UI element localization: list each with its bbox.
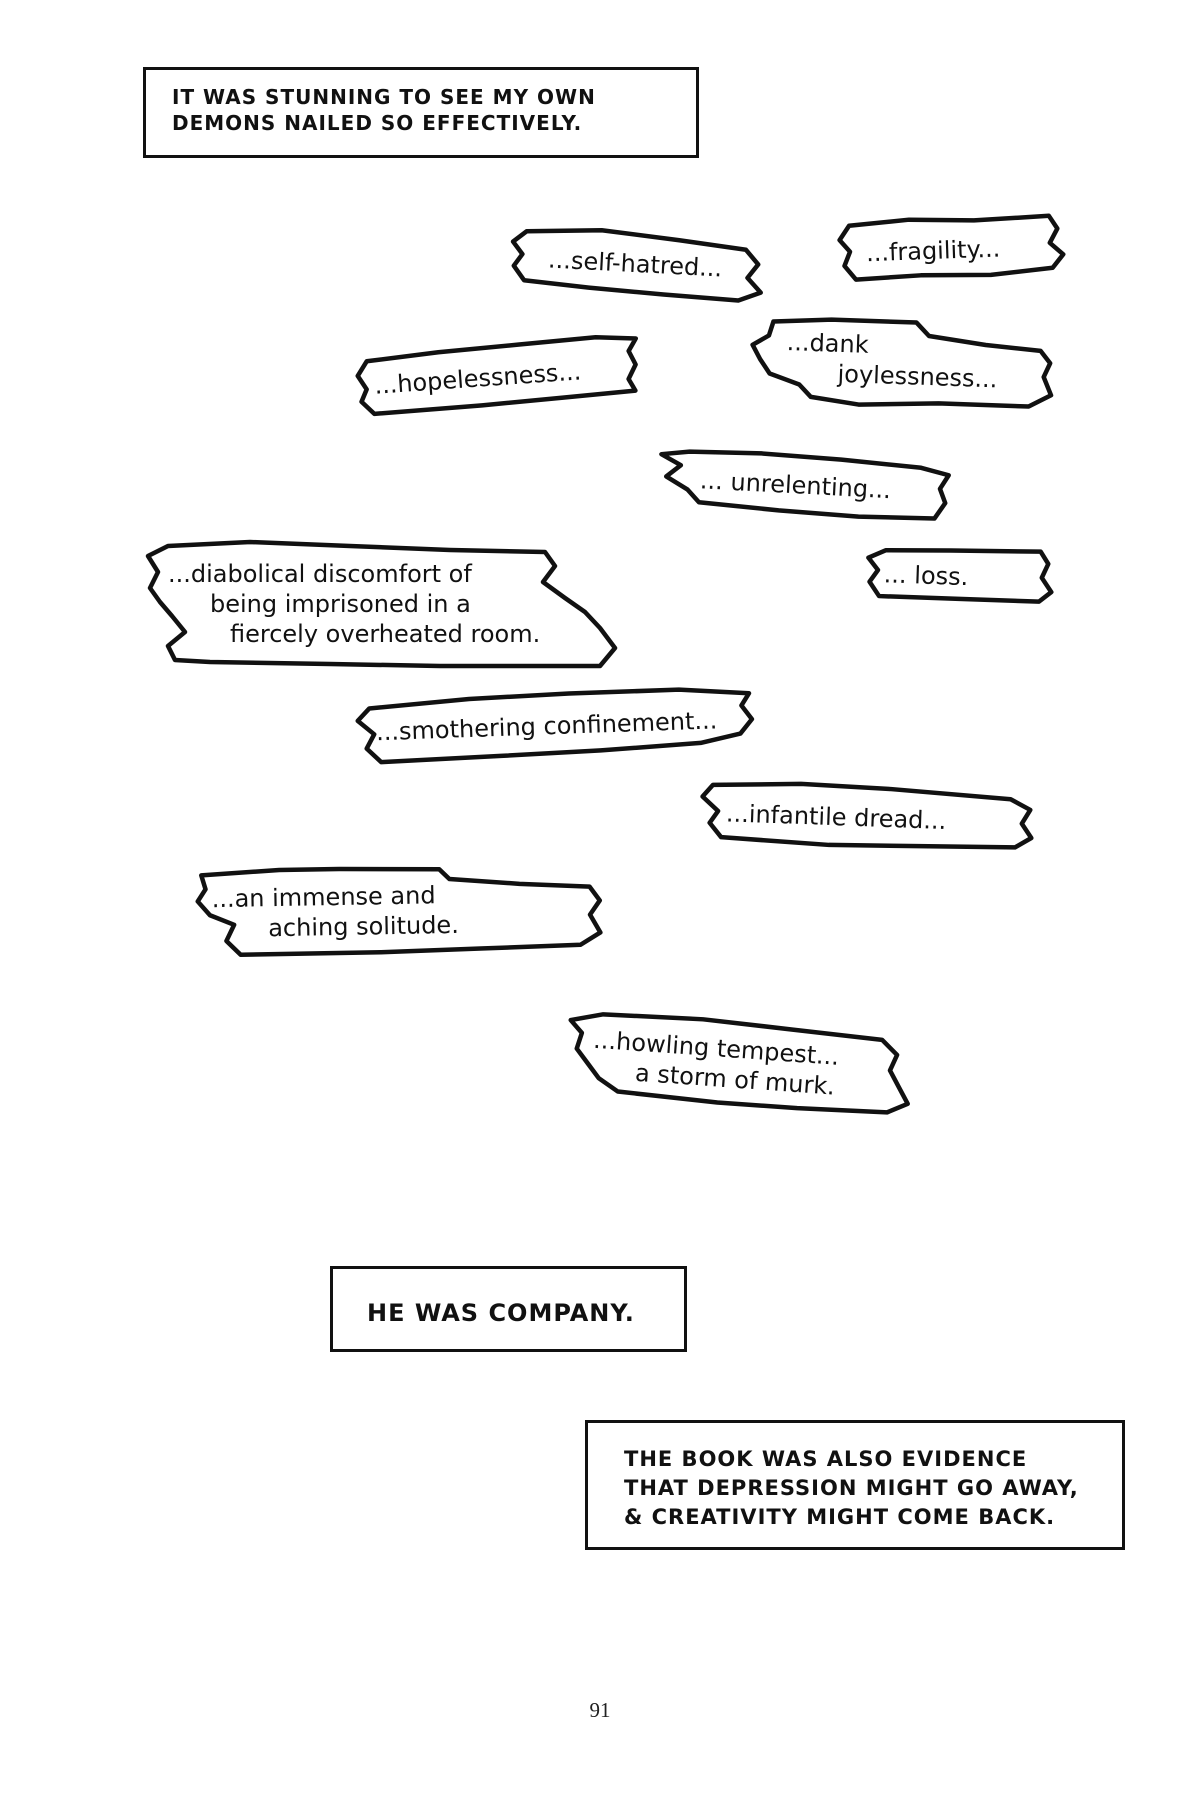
bubble-outline	[355, 687, 755, 765]
caption-line: & creativity might come back.	[624, 1505, 1056, 1529]
bubble-line: ...fragility...	[866, 235, 1001, 268]
bubble-self-hatred: ...self-hatred...	[510, 227, 763, 303]
caption-line: It was stunning to see my own	[172, 85, 596, 109]
bubble-hopelessness: ...hopelessness...	[355, 334, 639, 417]
bubble-outline	[866, 548, 1054, 604]
caption-line: He was company.	[367, 1299, 635, 1327]
bubble-infantile: ...infantile dread...	[700, 781, 1034, 850]
bubble-smothering: ...smothering confinement...	[355, 687, 755, 765]
bubble-outline	[510, 227, 763, 303]
caption-line: that depression might go away,	[624, 1476, 1079, 1500]
bubble-outline	[837, 213, 1066, 282]
bubble-line: fiercely overheated room.	[230, 620, 540, 648]
bubble-solitude: ...an immense and aching solitude.	[195, 866, 603, 957]
bubble-fragility: ...fragility...	[837, 213, 1066, 282]
bubble-line: ...dank	[786, 328, 869, 359]
bubble-dank-joylessness: ...dank joylessness...	[750, 317, 1054, 409]
caption-line: The book was also evidence	[624, 1447, 1028, 1471]
bubble-line: ...diabolical discomfort of	[168, 560, 472, 588]
bubble-outline	[355, 334, 639, 417]
bubble-line: joylessness...	[836, 360, 998, 394]
bubble-line: being imprisoned in a	[210, 590, 471, 618]
page-number: 91	[589, 1698, 611, 1722]
bubble-tempest: ...howling tempest... a storm of murk.	[568, 1012, 910, 1115]
bubble-outline	[659, 449, 951, 521]
bubble-diabolical: ...diabolical discomfort of being impris…	[145, 539, 618, 669]
bubble-line: aching solitude.	[268, 911, 459, 942]
caption-box-top: It was stunning to see my own demons nai…	[143, 67, 699, 158]
bubble-outline	[568, 1012, 910, 1115]
bubble-outline	[195, 866, 603, 957]
bubble-outline	[750, 317, 1054, 409]
bubble-line: ...an immense and	[211, 881, 435, 913]
bubble-outline	[700, 781, 1034, 850]
caption-line: demons nailed so effectively.	[172, 111, 583, 135]
caption-box-company: He was company.	[330, 1266, 687, 1352]
bubble-outline	[145, 539, 618, 669]
caption-box-evidence: The book was also evidence that depressi…	[585, 1420, 1125, 1550]
bubble-loss: ... loss.	[866, 548, 1054, 604]
bubble-unrelenting: ... unrelenting...	[659, 449, 951, 521]
bubble-line: ... loss.	[883, 560, 968, 591]
